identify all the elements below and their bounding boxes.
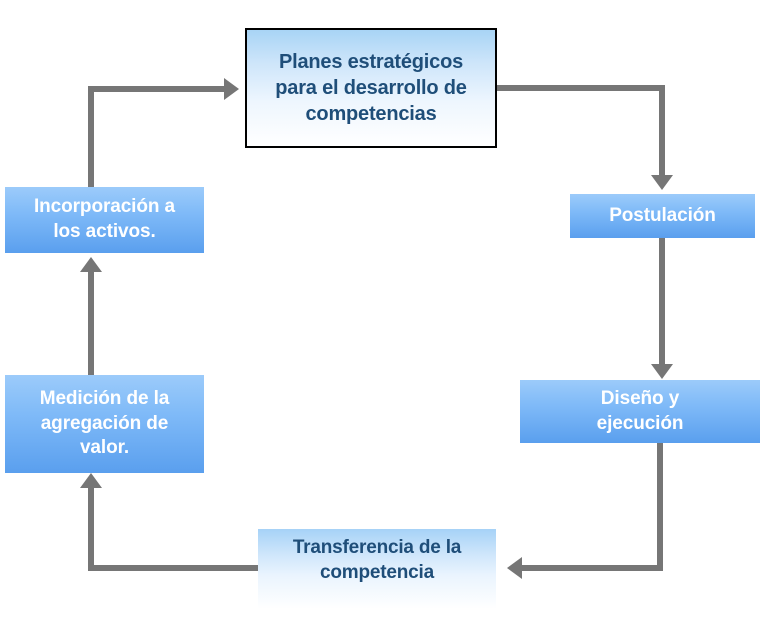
connector-transferencia-to-medicion-vertical: [88, 488, 94, 571]
connector-medicion-to-incorporacion-vertical: [88, 272, 94, 375]
connector-planes-to-postulacion-horizontal: [497, 85, 665, 91]
connector-transferencia-to-medicion-horizontal: [88, 565, 260, 571]
connector-diseno-to-transferencia-vertical: [657, 443, 663, 571]
arrowhead-into-medicion: [80, 473, 102, 488]
arrowhead-into-postulacion: [651, 175, 673, 190]
connector-diseno-to-transferencia-horizontal: [522, 565, 663, 571]
node-planes-estrategicos[interactable]: Planes estratégicos para el desarrollo d…: [245, 28, 497, 148]
node-incorporacion-a-los-activos[interactable]: Incorporación a los activos.: [5, 187, 204, 253]
node-postulacion[interactable]: Postulación: [570, 194, 755, 238]
arrowhead-into-planes: [224, 78, 239, 100]
arrowhead-into-transferencia: [507, 557, 522, 579]
connector-incorporacion-to-planes-vertical: [88, 86, 94, 191]
node-diseno-y-ejecucion[interactable]: Diseño y ejecución: [520, 380, 760, 443]
node-medicion-de-la-agregacion-de-valor[interactable]: Medición de la agregación de valor.: [5, 375, 204, 473]
connector-incorporacion-to-planes-horizontal: [88, 86, 224, 92]
node-transferencia-de-la-competencia[interactable]: Transferencia de la competencia: [258, 529, 496, 609]
arrowhead-into-incorporacion: [80, 257, 102, 272]
connector-planes-to-postulacion-vertical: [659, 85, 665, 175]
arrowhead-into-diseno: [651, 364, 673, 379]
connector-postulacion-to-diseno-vertical: [659, 238, 665, 364]
